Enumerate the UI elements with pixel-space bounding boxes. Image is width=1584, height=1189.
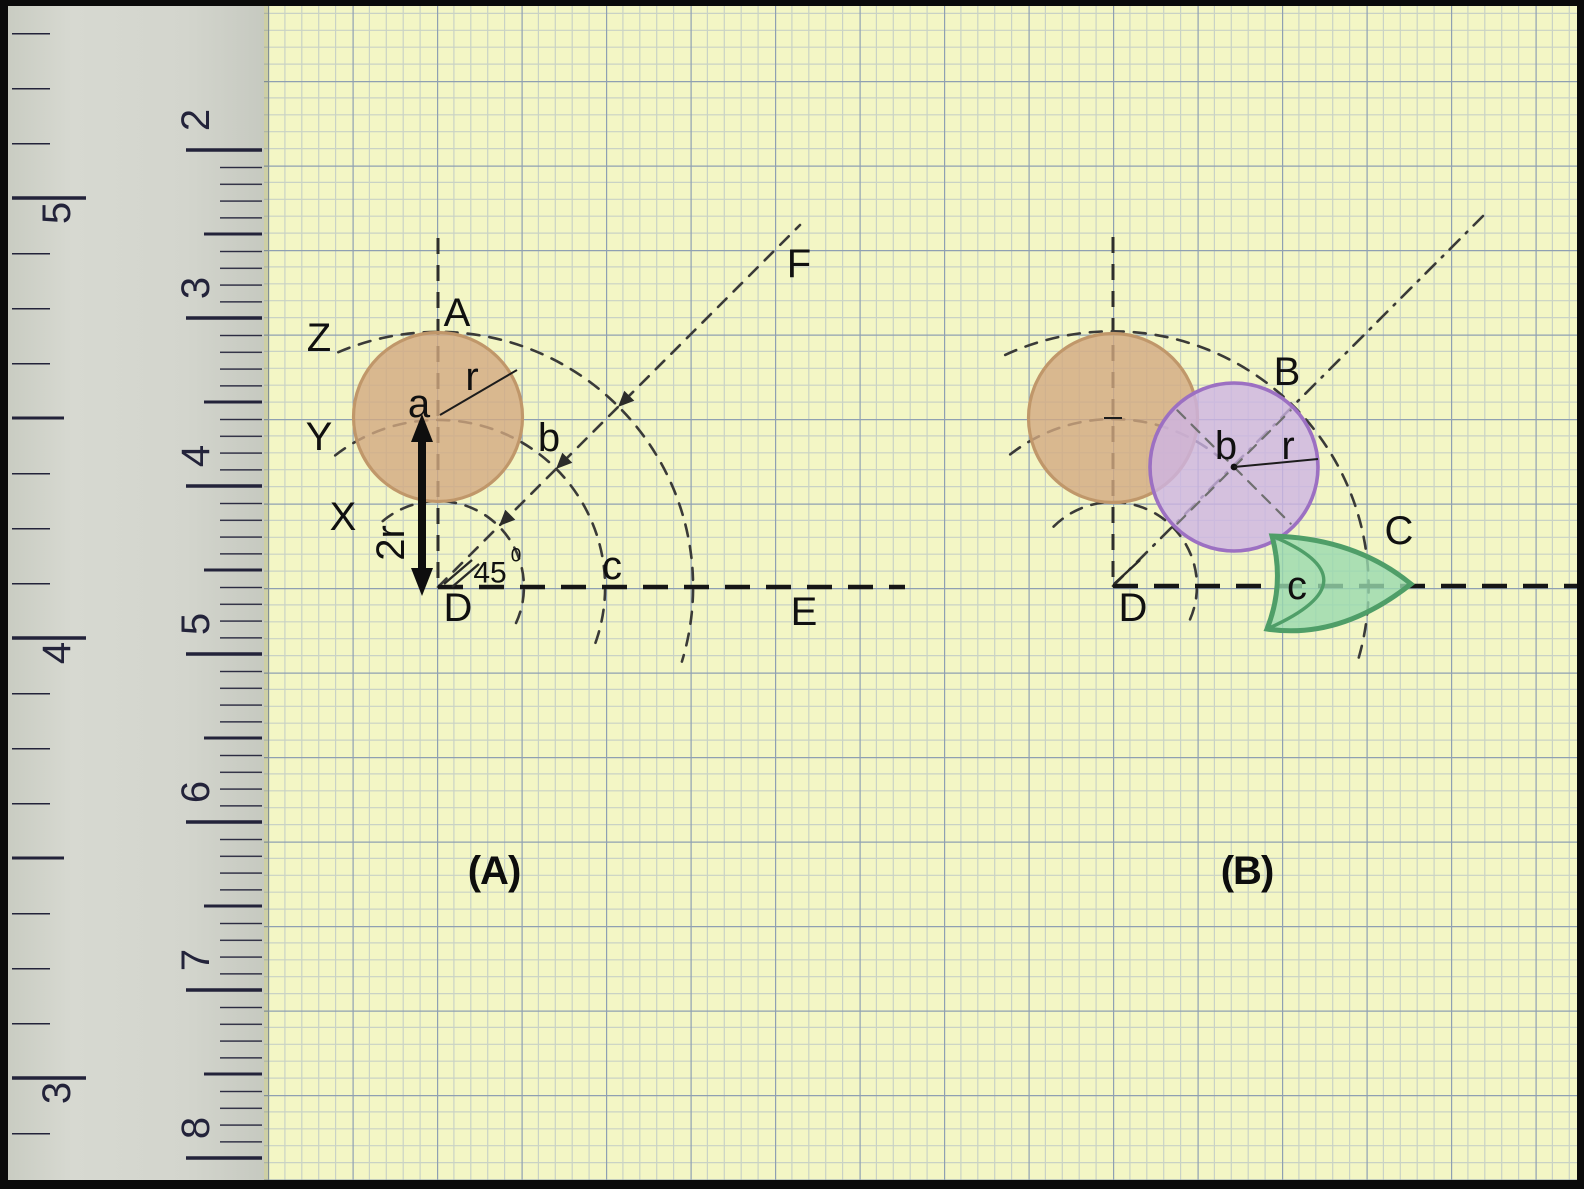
label-point-b-a: b	[538, 416, 560, 460]
ruler-cm-number: 5	[174, 613, 218, 635]
ruler-mm-ticks	[218, 140, 264, 1172]
radius-line-a	[439, 369, 518, 416]
ruler-inch-ticks	[12, 28, 90, 1172]
label-point-C: C	[1385, 509, 1414, 553]
label-point-F: F	[787, 242, 811, 286]
label-point-X: X	[330, 495, 357, 539]
ruler-cm-number: 4	[174, 445, 218, 467]
arc-arrowhead-r	[499, 509, 516, 526]
label-angle-45-sup: 0	[511, 546, 522, 567]
arc-arrowhead-3r	[618, 390, 635, 407]
label-point-D-b: D	[1119, 586, 1148, 630]
label-point-D-a: D	[444, 586, 473, 630]
title-b: (B)	[1221, 849, 1274, 893]
ruler-cm-number: 3	[174, 277, 218, 299]
label-radius-r-a: r	[465, 355, 478, 399]
ruler-halfcm-marks	[204, 232, 262, 1076]
swing-arc-3r-b	[1003, 330, 1370, 667]
label-point-B: B	[1274, 350, 1301, 394]
ruler-cm-marks	[186, 148, 262, 1160]
ruler: 2 3 4 5 6 7 8 5 4 3	[8, 6, 269, 1180]
label-point-A: A	[444, 291, 471, 335]
ruler-halfinch-marks	[12, 416, 64, 860]
ruler-cm-number: 6	[174, 781, 218, 803]
line-45deg-b	[1111, 214, 1485, 588]
label-point-E: E	[791, 590, 818, 634]
circle-a	[351, 330, 525, 504]
vane-shape	[1263, 533, 1415, 634]
ruler-inch-marks	[12, 196, 86, 1080]
diagram-a: A Z Y X a r b c D E F 45 0 2r (A)	[306, 223, 905, 893]
ruler-inch-number: 3	[35, 1082, 79, 1104]
ruler-cm-number: 8	[174, 1117, 218, 1139]
label-center-a: a	[408, 382, 431, 426]
swing-arc-X-radius-r	[381, 499, 526, 625]
vane-inner-arc	[1266, 534, 1326, 631]
dimension-arrow-2r	[411, 414, 433, 596]
label-point-c-b: c	[1287, 564, 1307, 608]
label-center-b: b	[1215, 424, 1237, 468]
diagram-b: B b r C c D (B)	[1003, 214, 1577, 893]
ruler-inch-number: 4	[35, 642, 79, 664]
ruler-cm-number: 7	[174, 949, 218, 971]
swing-arc-r-b	[1052, 500, 1199, 623]
angle-stub-b	[1113, 559, 1141, 585]
ruler-cm-number: 2	[174, 109, 218, 131]
title-a: (A)	[468, 849, 521, 893]
label-point-c-a: c	[602, 544, 622, 588]
arc-arrowhead-2r	[556, 452, 573, 469]
angle-45-tick	[443, 559, 480, 588]
ruler-inch-number: 5	[35, 202, 79, 224]
line-45deg-DF	[436, 223, 802, 589]
label-2r: 2r	[369, 525, 413, 561]
label-angle-45: 45	[473, 557, 506, 590]
radius-line-b	[1233, 458, 1319, 468]
label-radius-r-b: r	[1281, 424, 1294, 468]
label-point-Y: Y	[306, 415, 333, 459]
label-point-Z: Z	[307, 316, 331, 360]
ruler-shadow	[264, 6, 269, 1180]
vane-outline	[1263, 533, 1415, 634]
